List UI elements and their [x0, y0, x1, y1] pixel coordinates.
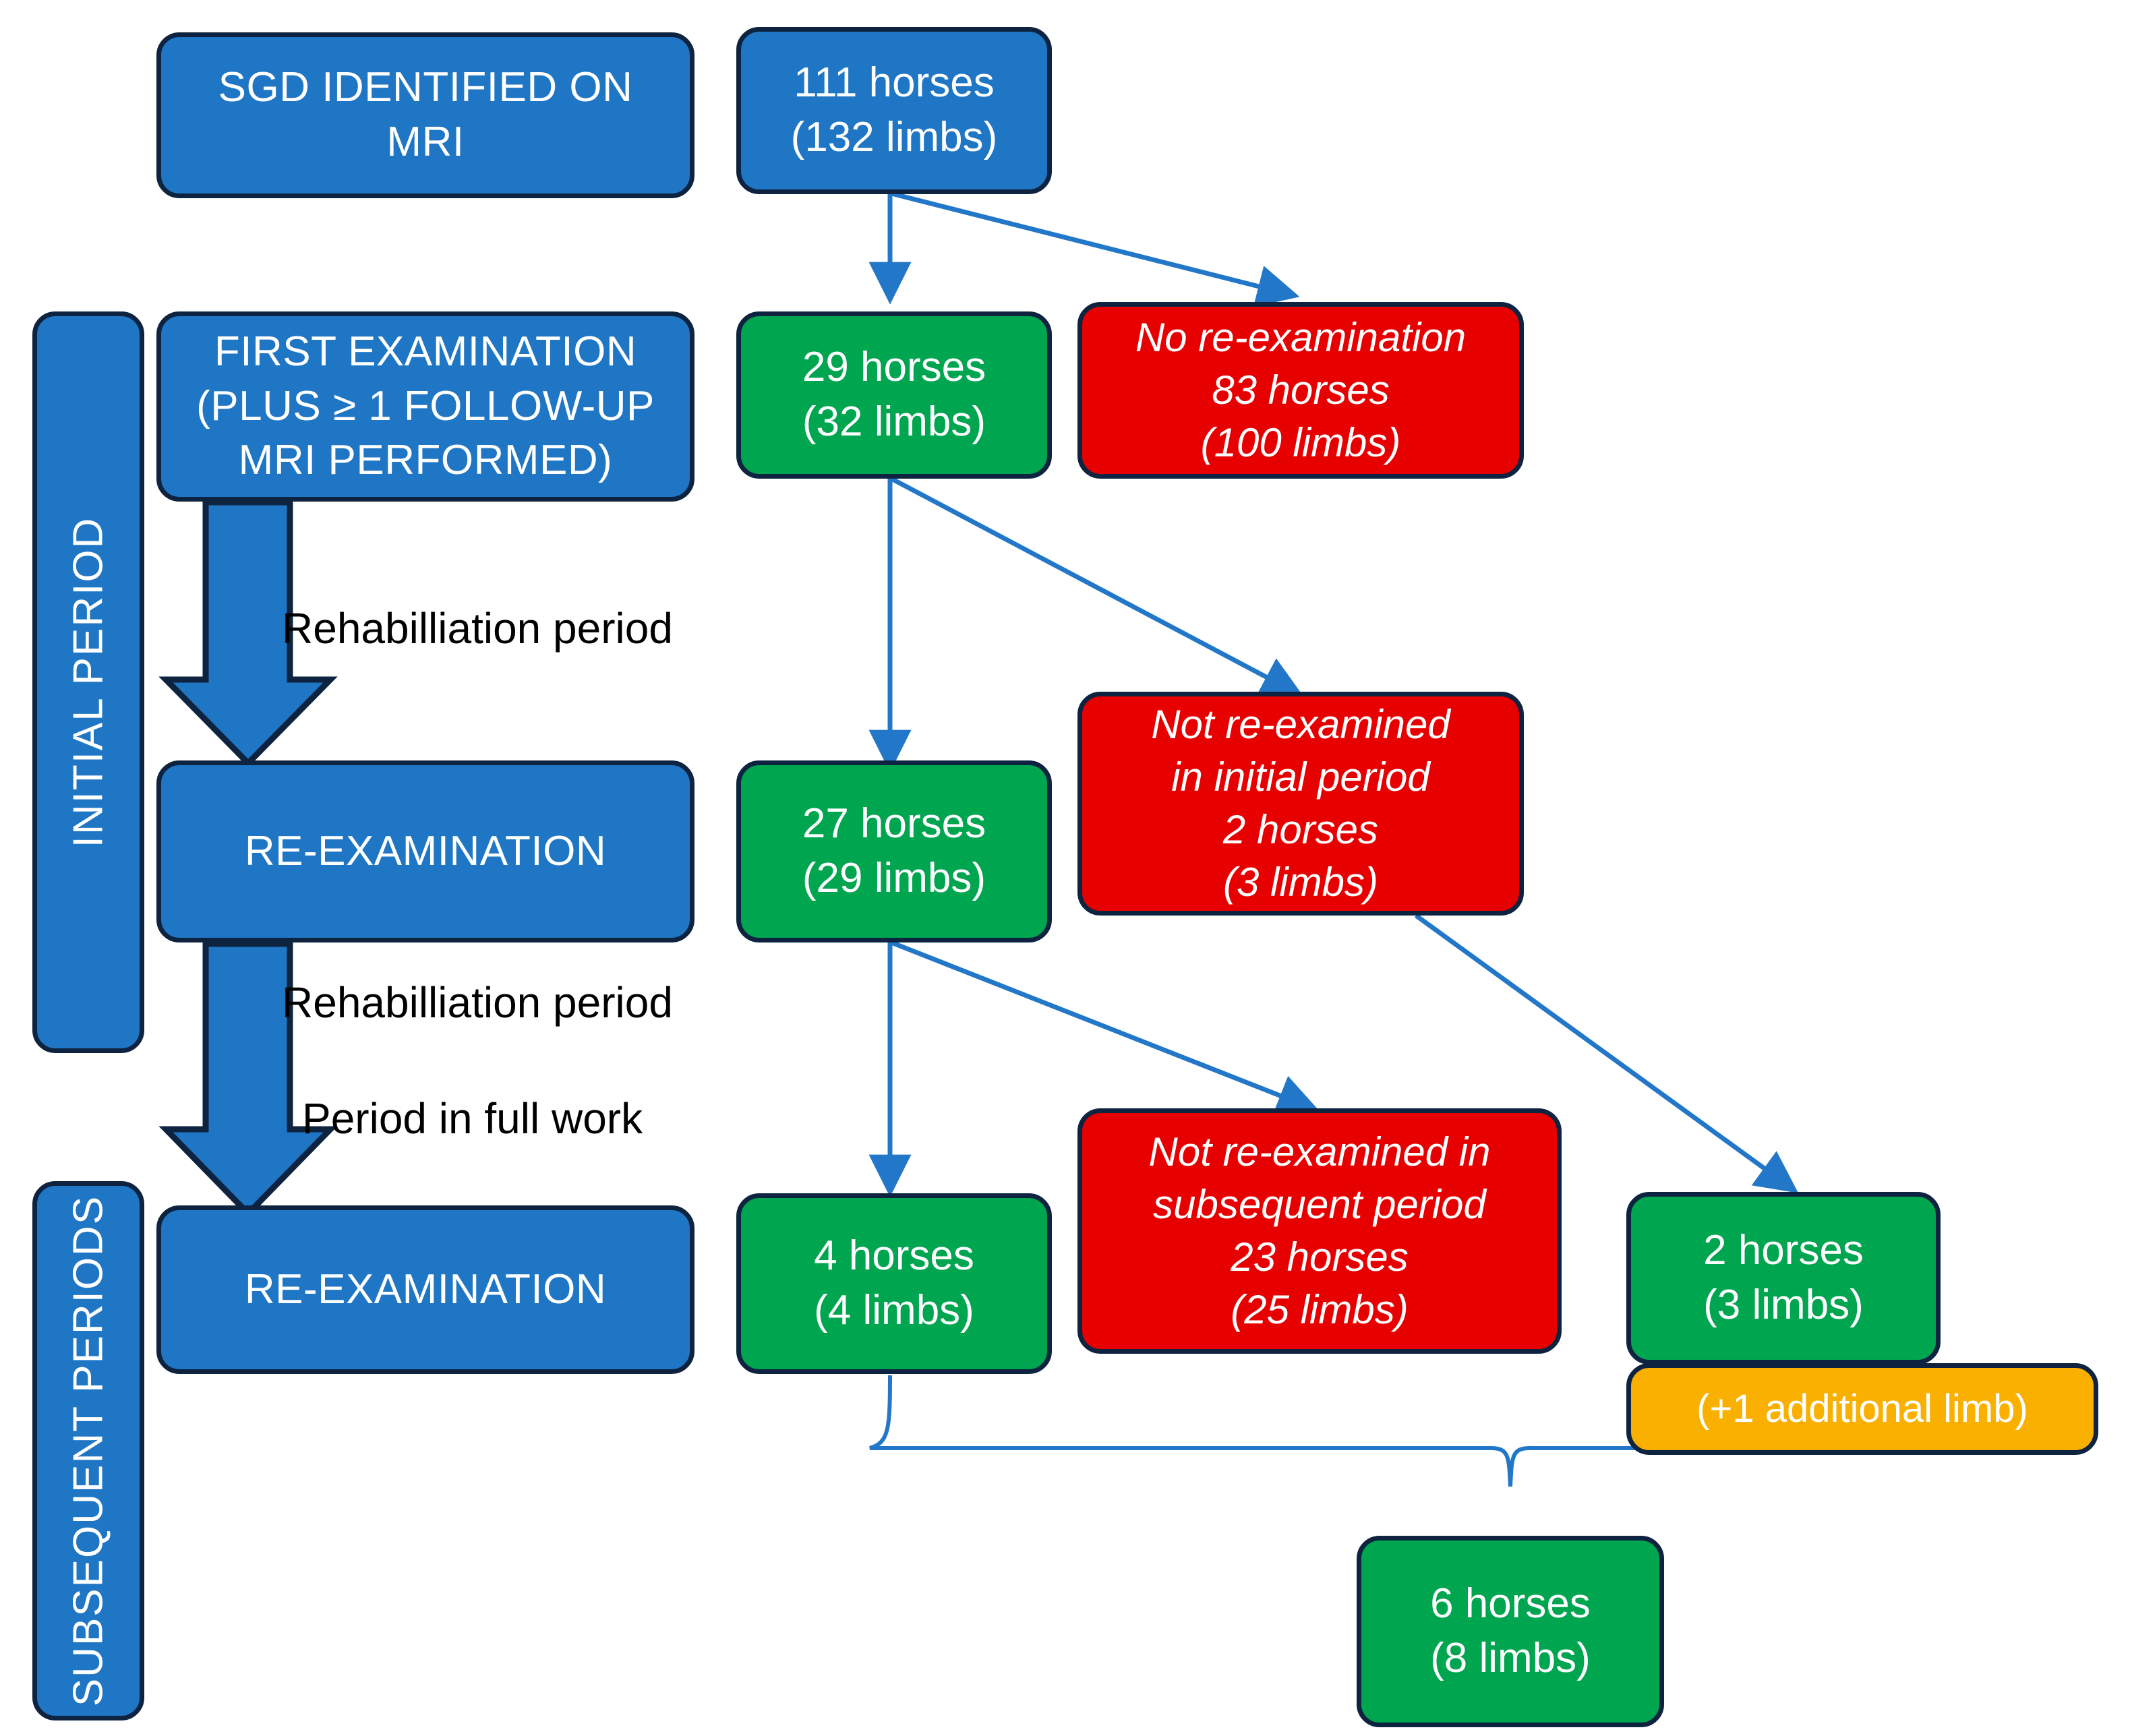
exclusion-line: 83 horses: [1212, 367, 1390, 413]
count-line: (8 limbs): [1430, 1635, 1591, 1681]
count-line: (4 limbs): [814, 1287, 974, 1334]
exclusion-line: No re-examination: [1135, 315, 1467, 360]
stage-line: (PLUS ≥ 1 FOLLOW-UP: [196, 382, 655, 429]
stage-line: RE-EXAMINATION: [244, 1265, 607, 1313]
period-bar-initial-label: INITIAL PERIOD: [65, 516, 112, 848]
stage-line: FIRST EXAMINATION: [214, 328, 637, 376]
stage-box-re-examination-2[interactable]: RE-EXAMINATION: [156, 1205, 694, 1374]
count-box-total-cohort[interactable]: 111 horses (132 limbs): [736, 27, 1052, 194]
exclusion-line: Not re-examined: [1151, 702, 1450, 747]
exclusion-line: 23 horses: [1231, 1234, 1409, 1280]
count-box-reexam-1[interactable]: 27 horses (29 limbs): [736, 760, 1052, 942]
stage-box-re-examination-1[interactable]: RE-EXAMINATION: [156, 760, 694, 942]
exclusion-line: (25 limbs): [1231, 1287, 1409, 1332]
exclusion-box-not-reexamined-subsequent[interactable]: Not re-examined in subsequent period 23 …: [1077, 1108, 1562, 1354]
count-line: 4 horses: [814, 1232, 974, 1280]
count-line: (3 limbs): [1703, 1282, 1864, 1328]
exclusion-line: (3 limbs): [1222, 860, 1378, 905]
count-box-reexam-2[interactable]: 4 horses (4 limbs): [736, 1193, 1052, 1374]
count-line: 111 horses: [794, 59, 995, 107]
arrow-firstexam-to-notreexam-initial: [890, 476, 1304, 697]
stage-line: SGD IDENTIFIED ON: [218, 64, 633, 111]
exclusion-line: 2 horses: [1222, 807, 1379, 852]
transition-label-rehab-1: Rehabilliation period: [282, 604, 673, 653]
count-line: 2 horses: [1703, 1227, 1864, 1274]
count-line: (32 limbs): [802, 398, 986, 445]
exclusion-line: Not re-examined in: [1148, 1129, 1491, 1174]
count-line: (132 limbs): [790, 114, 998, 160]
count-line: 29 horses: [802, 344, 986, 391]
count-line: (+1 additional limb): [1696, 1387, 2028, 1431]
exclusion-line: in initial period: [1171, 754, 1430, 800]
count-box-additional-limb[interactable]: (+1 additional limb): [1626, 1363, 2098, 1455]
stage-box-sgd-identified[interactable]: SGD IDENTIFIED ON MRI: [156, 32, 694, 198]
exclusion-line: (100 limbs): [1200, 420, 1401, 465]
exclusion-line: subsequent period: [1153, 1182, 1486, 1227]
arrow-reexam1-to-notreexam-subseq: [890, 940, 1320, 1116]
count-box-first-exam[interactable]: 29 horses (32 limbs): [736, 311, 1052, 479]
count-box-late-reexam[interactable]: 2 horses (3 limbs): [1626, 1192, 1941, 1365]
period-bar-subsequent: SUBSEQUENT PERIODS: [32, 1181, 144, 1720]
stage-box-first-examination[interactable]: FIRST EXAMINATION (PLUS ≥ 1 FOLLOW-UP MR…: [156, 311, 694, 502]
exclusion-box-no-reexamination[interactable]: No re-examination 83 horses (100 limbs): [1077, 302, 1524, 479]
transition-label-full-work: Period in full work: [302, 1094, 643, 1143]
stage-line: RE-EXAMINATION: [244, 827, 607, 874]
exclusion-box-not-reexamined-initial[interactable]: Not re-examined in initial period 2 hors…: [1077, 692, 1524, 916]
arrow-total-to-noreexam: [891, 191, 1300, 307]
period-bar-subsequent-label: SUBSEQUENT PERIODS: [65, 1195, 112, 1707]
count-line: (29 limbs): [802, 855, 986, 901]
count-line: 27 horses: [802, 800, 986, 847]
count-line: 6 horses: [1430, 1580, 1591, 1627]
transition-label-rehab-2: Rehabilliation period: [282, 978, 673, 1027]
stage-line: MRI PERFORMED): [238, 437, 613, 484]
count-box-final-total[interactable]: 6 horses (8 limbs): [1357, 1536, 1664, 1727]
stage-line: MRI: [386, 119, 465, 165]
period-bar-initial: INITIAL PERIOD: [32, 311, 144, 1053]
